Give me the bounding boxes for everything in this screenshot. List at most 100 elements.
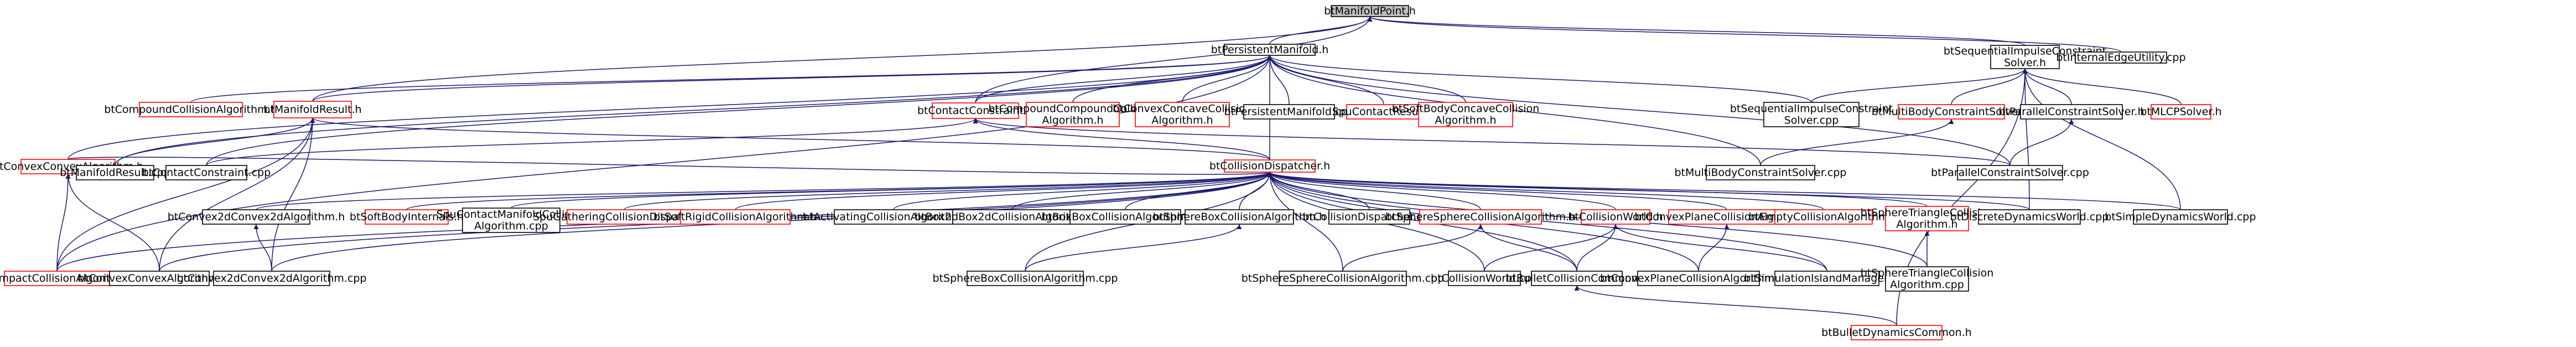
node-pm[interactable]: btPersistentManifold.h (1211, 44, 1329, 56)
edge-ecah-to-cdh (1267, 172, 1824, 210)
node-c2dh[interactable]: btConvex2dConvex2dAlgorithm.h (168, 209, 345, 225)
node-box[interactable] (1185, 209, 1294, 225)
node-box[interactable] (1990, 45, 2060, 69)
node-box[interactable] (1774, 271, 1879, 286)
node-box[interactable] (1069, 209, 1181, 225)
node-ddwcpp[interactable]: btDiscreteDynamicsWorld.cpp (1950, 209, 2109, 225)
node-box[interactable] (1978, 209, 2081, 225)
node-box[interactable] (1418, 102, 1513, 127)
node-pmcpp[interactable]: btPersistentManifold.cpp (1224, 104, 1354, 120)
node-box[interactable] (2020, 104, 2123, 120)
node-box[interactable] (1851, 325, 1943, 340)
node-box[interactable] (1346, 104, 1421, 120)
node-pcscpp[interactable]: btParallelConstraintSolver.cpp (1931, 165, 2089, 180)
node-sgcdh[interactable]: SpuGatheringCollisionDispatcher.h (533, 209, 715, 225)
node-box[interactable] (1328, 209, 1410, 225)
node-sdwcpp[interactable]: btSimpleDynamicsWorld.cpp (2105, 209, 2256, 225)
edge-ccah-to-pm (190, 55, 1273, 103)
node-box[interactable] (1581, 209, 1650, 225)
node-srcah[interactable]: btSoftRigidCollisionAlgorithm.h (653, 209, 817, 225)
node-box[interactable] (213, 271, 330, 286)
node-cpcacpp[interactable]: btConvexPlaneCollisionAlgorithm.cpp (1600, 271, 1797, 286)
node-box[interactable] (1224, 159, 1316, 173)
node-root[interactable]: btManifoldPoint.h (1324, 5, 1416, 17)
node-cwcpp[interactable]: btCollisionWorld.cpp (1431, 271, 1538, 286)
node-sbcacpp[interactable]: btSphereBoxCollisionAlgorithm.cpp (933, 271, 1118, 286)
node-cdh[interactable]: btCollisionDispatcher.h (1209, 159, 1330, 173)
node-box[interactable] (2075, 51, 2167, 64)
node-box[interactable] (1026, 102, 1120, 127)
node-box[interactable] (76, 165, 154, 180)
node-mlcph[interactable]: btMLCPSolver.h (2140, 104, 2222, 120)
node-box[interactable] (1331, 5, 1409, 17)
node-box[interactable] (1224, 44, 1316, 56)
node-box[interactable] (165, 165, 247, 180)
node-box[interactable] (680, 209, 791, 225)
node-box[interactable] (1706, 165, 1815, 180)
node-box[interactable] (2133, 209, 2228, 225)
node-box[interactable] (4, 271, 110, 286)
node-cpcah[interactable]: btConvexPlaneCollisionAlgorithm.h (1634, 209, 1819, 225)
node-mbcsh[interactable]: btMultiBodyConstraintSolver.h (1872, 104, 2031, 120)
node-bcch[interactable]: btBulletCollisionCommon.h (1505, 271, 1648, 286)
node-box[interactable] (1898, 104, 2005, 120)
node-actcpp[interactable]: btActivatingCollisionAlgorithm.cpp (803, 209, 984, 225)
node-simcpp[interactable]: btSimulationIslandManager.cpp (1744, 271, 1910, 286)
node-c2dcpp[interactable]: btConvex2dConvex2dAlgorithm.cpp (176, 271, 367, 286)
node-box[interactable] (273, 101, 352, 118)
node-box[interactable] (1957, 165, 2063, 180)
node-box[interactable] (139, 102, 243, 117)
node-sbih[interactable]: btSoftBodyInternals.h (350, 209, 464, 225)
node-cwh[interactable]: btCollisionWorld.h (1568, 209, 1663, 225)
node-box[interactable] (1448, 271, 1521, 286)
node-bbcpp[interactable]: btBoxBoxCollisionAlgorithm.cpp (1041, 209, 1209, 225)
node-box[interactable] (365, 209, 449, 225)
node-label: btCollisionWorld.cpp (1431, 272, 1538, 284)
node-box[interactable] (1279, 271, 1407, 286)
node-box[interactable] (1885, 266, 1969, 292)
node-box[interactable] (1637, 271, 1760, 286)
node-box[interactable] (834, 209, 953, 225)
node-sscacpp[interactable]: btSphereSphereCollisionAlgorithm.cpp (1242, 271, 1445, 286)
node-sscah[interactable]: btSphereSphereCollisionAlgorithm.h (1385, 209, 1576, 225)
node-gicah[interactable]: btGImpactCollisionAlgorithm.h (0, 271, 137, 286)
node-mrcpp[interactable]: btManifoldResult.cpp (60, 165, 170, 180)
node-cvcvcpp[interactable]: btConvexConvexAlgorithm.cpp (78, 271, 241, 286)
node-mrh[interactable]: btManifoldResult.h (263, 101, 362, 118)
node-cccpp[interactable]: btContactConstraint.cpp (142, 165, 271, 180)
node-sbcah[interactable]: btSphereBoxCollisionAlgorithm.h (1153, 209, 1326, 225)
node-box[interactable] (1763, 102, 1860, 127)
node-box[interactable] (202, 209, 310, 225)
node-box[interactable] (109, 271, 210, 286)
node-mbcscpp[interactable]: btMultiBodyConstraintSolver.cpp (1675, 165, 1847, 180)
node-box[interactable] (932, 102, 1019, 119)
node-box[interactable] (1135, 102, 1230, 127)
node-cdcpp[interactable]: btCollisionDispatcher.cpp (1303, 209, 1436, 225)
node-box[interactable] (967, 271, 1084, 286)
node-iecpp[interactable]: btInternalEdgeUtility.cpp (2056, 51, 2185, 64)
node-box[interactable] (1774, 209, 1873, 225)
node-box[interactable] (567, 209, 682, 225)
node-label: btCollisionWorld.h (1568, 211, 1663, 223)
node-box[interactable] (2151, 104, 2211, 120)
node-ccah[interactable]: btCompoundCollisionAlgorithm.h (104, 102, 278, 117)
node-box[interactable] (1419, 209, 1542, 225)
node-box[interactable] (1531, 271, 1623, 286)
node-box[interactable] (1243, 104, 1335, 120)
node-box[interactable] (462, 208, 560, 233)
node-ecah[interactable]: btEmptyCollisionAlgorithm.h (1748, 209, 1899, 225)
node-cch[interactable]: btContactConstraint.h (917, 102, 1033, 119)
node-bdch[interactable]: btBulletDynamicsCommon.h (1821, 325, 1972, 340)
node-scrh[interactable]: SpuContactResult.h (1332, 104, 1436, 120)
node-box[interactable] (1668, 209, 1785, 225)
node-box[interactable] (1885, 206, 1969, 231)
node-pcsh[interactable]: btParallelConstraintSolver.h (1998, 104, 2144, 120)
